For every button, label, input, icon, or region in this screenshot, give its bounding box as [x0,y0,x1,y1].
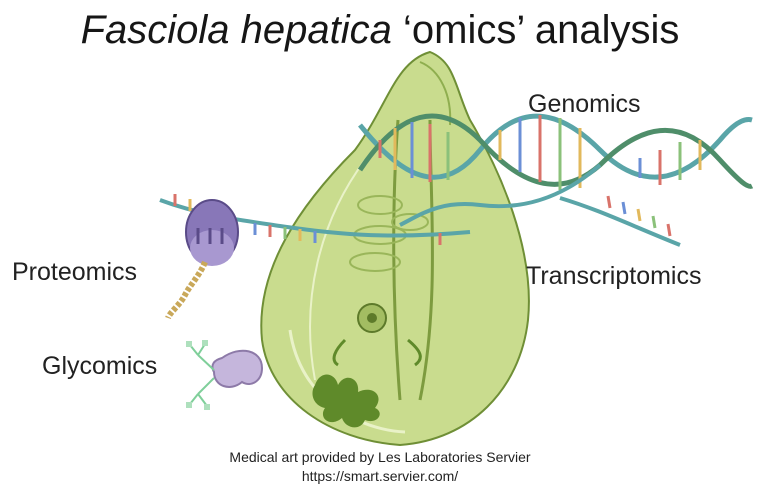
label-transcriptomics: Transcriptomics [526,262,702,290]
label-genomics: Genomics [528,90,641,118]
credit-line-1: Medical art provided by Les Laboratories… [0,449,760,466]
credit-line-2: https://smart.servier.com/ [0,468,760,485]
glycan-molecule [186,340,262,410]
page-title: Fasciola hepatica ‘omics’ analysis [0,8,760,52]
label-proteomics: Proteomics [12,258,137,286]
ribosome-protein [168,200,238,318]
liver-fluke-body [261,52,529,445]
label-glycomics: Glycomics [42,352,157,380]
title-rest: ‘omics’ analysis [392,8,679,52]
title-species: Fasciola hepatica [81,8,392,52]
